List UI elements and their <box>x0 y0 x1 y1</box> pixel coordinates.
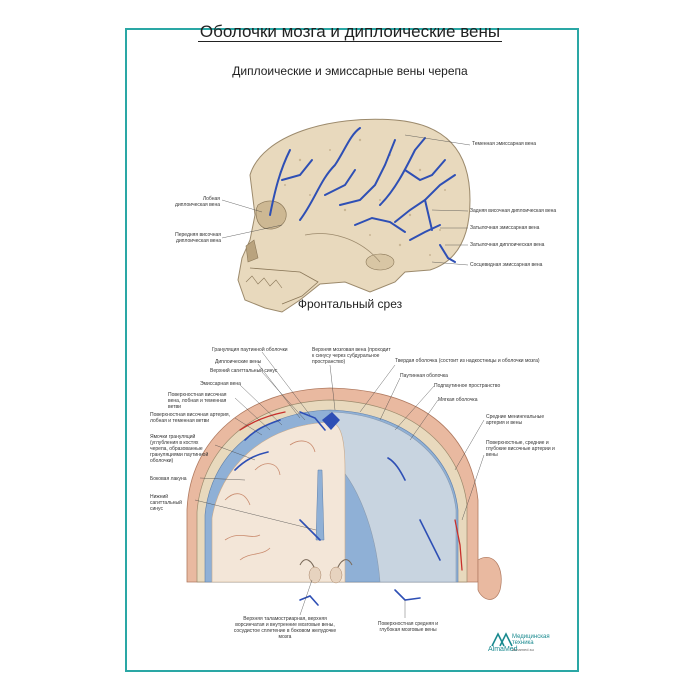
logo-name: AlmaMed <box>488 646 518 653</box>
label-superficial-deep-cerebral-veins: Поверхностная средняя и глубокая мозговы… <box>377 621 439 633</box>
label-inferior-sagittal-sinus: Нижний сагиттальный синус <box>150 494 182 512</box>
poster-title: Оболочки мозга и диплоические вены <box>197 22 503 42</box>
label-subarachnoid-space: Подпаутинное пространство <box>434 383 501 389</box>
label-lateral-lacuna: Боковая лакуна <box>150 476 187 482</box>
label-parietal-emissary-vein: Теменная эмиссарная вена <box>472 141 537 147</box>
label-mastoid-emissary-vein: Сосцевидная эмиссарная вена <box>470 262 543 268</box>
label-superficial-temporal-artery: Поверхностная височная артерия, лобная и… <box>150 412 231 424</box>
skull-illustration <box>221 118 471 313</box>
label-emissary-vein: Эмиссарная вена <box>200 381 241 387</box>
label-pia-mater: Мягкая оболочка <box>438 397 478 403</box>
label-middle-meningeal-vessels: Средние менингеальные артерия и вены <box>486 414 545 426</box>
label-diploic-veins: Диплоические вены <box>215 359 262 365</box>
label-frontal-diploic-vein: Лобная диплоическая вена <box>175 196 220 208</box>
label-anterior-temporal-diploic-vein: Передняя височная диплоическая вена <box>175 232 221 244</box>
label-granular-foveolae: Ямочки грануляций (углубления в костях ч… <box>150 434 209 464</box>
skull-subtitle: Диплоические и эмиссарные вены черепа <box>232 64 468 78</box>
label-posterior-temporal-diploic-vein: Задняя височная диплоическая вена <box>470 208 557 214</box>
logo-tagline: Медицинская техника <box>512 634 550 646</box>
label-dura-mater: Твердая оболочка (состоит из надкостницы… <box>395 358 540 364</box>
logo-site: almamed.su <box>512 647 534 652</box>
label-occipital-diploic-vein: Затылочная диплоическая вена <box>470 242 545 248</box>
section-title: Фронтальный срез <box>297 297 403 311</box>
label-arachnoid-granulation: Грануляция паутинной оболочки <box>212 347 288 353</box>
frontal-section-illustration <box>186 351 502 618</box>
label-superior-cerebral-vein: Верхняя мозговая вена (проходит к синусу… <box>312 347 391 365</box>
label-thalamostriate-veins: Верхняя таламостриарная, верхняя ворсинч… <box>233 616 337 640</box>
almamed-logo-mark <box>491 632 513 647</box>
label-superior-sagittal-sinus: Верхний сагиттальный синус <box>210 368 278 374</box>
label-temporal-arteries-veins: Поверхностные, средние и глубокие височн… <box>486 440 555 458</box>
label-occipital-emissary-vein: Затылочная эмиссарная вена <box>470 225 540 231</box>
almamed-logo: AlmaMed Медицинская техника almamed.su <box>488 632 578 662</box>
label-arachnoid-mater: Паутинная оболочка <box>400 373 448 379</box>
label-superficial-temporal-vein: Поверхностная височная вена, лобная и те… <box>168 392 227 410</box>
